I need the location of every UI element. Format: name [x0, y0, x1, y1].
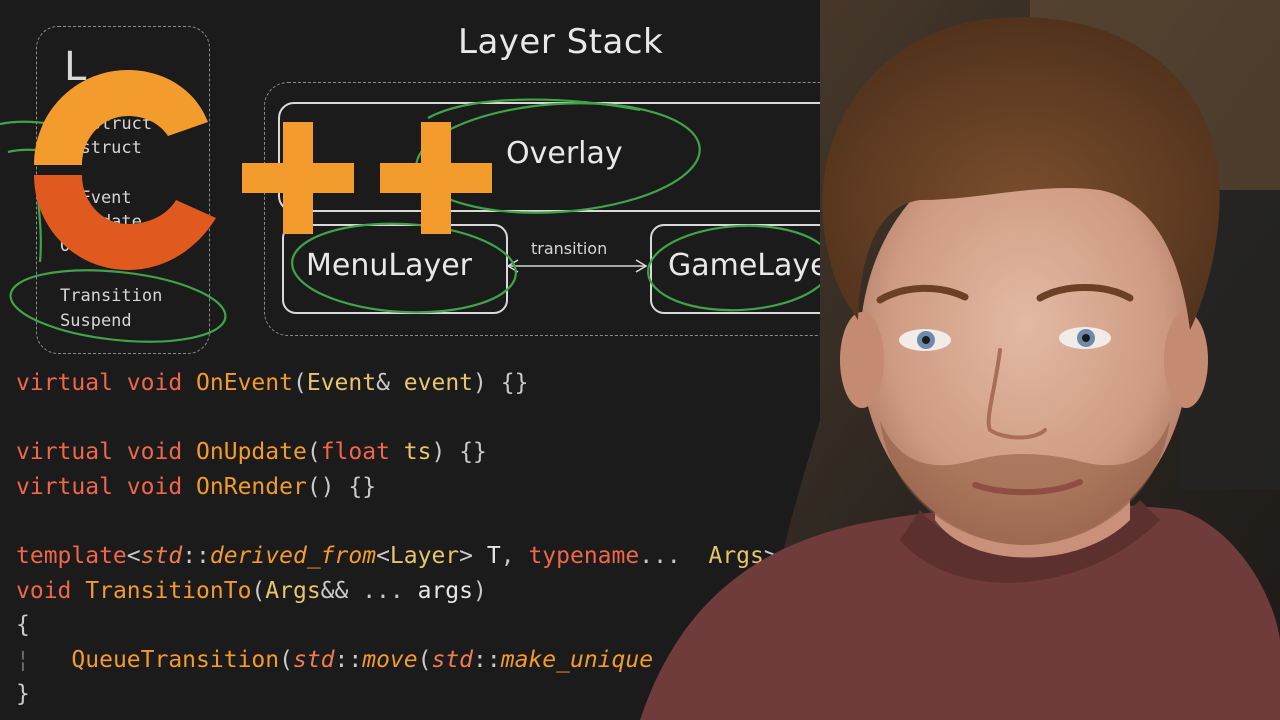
- sweater-collar: [900, 500, 1160, 583]
- face: [860, 145, 1190, 545]
- punctuation: () {}: [306, 473, 377, 500]
- punctuation: ) {}: [431, 439, 487, 466]
- overlay-label: Overlay: [506, 136, 623, 171]
- code-line-open-brace: {: [16, 608, 778, 643]
- keyword: virtual: [16, 473, 113, 500]
- cpp-logo-plus-signs: [242, 122, 492, 234]
- right-pupil: [1082, 334, 1090, 342]
- punctuation: }: [16, 681, 30, 708]
- namespace: std: [140, 542, 183, 569]
- game-layer-label: GameLayer: [668, 248, 841, 283]
- nose: [986, 348, 1047, 440]
- keyword: template: [16, 542, 127, 569]
- menu-layer-label: MenuLayer: [306, 248, 473, 283]
- code-line-onrender: virtual void OnRender() {}: [16, 470, 778, 505]
- keyword: void: [126, 439, 183, 466]
- menu-layer-box: [282, 224, 508, 314]
- namespace: std: [431, 646, 474, 673]
- sweater: [640, 504, 1280, 720]
- code-line-queuetransition: ¦ QueueTransition(std::move(std::make_un…: [16, 643, 778, 678]
- punctuation: {: [16, 612, 30, 639]
- transition-method-highlight: [9, 269, 227, 343]
- mouth: [972, 479, 1083, 496]
- diagram-title: Layer Stack: [458, 22, 664, 62]
- punctuation: ::: [182, 542, 210, 569]
- left-eyebrow: [876, 284, 969, 304]
- menu-layer-highlight: [291, 222, 517, 314]
- namespace: std: [292, 646, 335, 673]
- layer-panel-heading: L: [64, 44, 87, 90]
- punctuation: >: [459, 542, 487, 569]
- left-pupil: [922, 336, 930, 344]
- punctuation: ) {}: [473, 370, 529, 396]
- concept-name: derived_from: [209, 542, 377, 569]
- punctuation: && ...: [320, 577, 418, 604]
- indent-guide: ¦: [16, 646, 30, 673]
- identifier: args: [417, 577, 473, 604]
- code-line-template: template<std::derived_from<Layer> T, typ…: [16, 539, 778, 574]
- punctuation: ): [473, 577, 487, 604]
- code-line-onupdate: virtual void OnUpdate(float ts) {}: [16, 435, 778, 470]
- keyword: float: [320, 439, 390, 466]
- punctuation: <: [126, 542, 141, 569]
- method-transition: Transition: [60, 286, 163, 306]
- right-eyebrow: [1036, 284, 1134, 302]
- left-ear: [840, 312, 884, 408]
- overlay-highlight-tail: [427, 98, 641, 119]
- punctuation: (: [292, 370, 307, 396]
- function-name: QueueTransition: [71, 646, 280, 673]
- function-name: TransitionTo: [85, 577, 252, 604]
- keyword: virtual: [16, 439, 113, 466]
- keyword: void: [16, 577, 72, 604]
- function-name: OnUpdate: [196, 439, 307, 466]
- identifier: T: [486, 542, 501, 569]
- hair: [822, 17, 1220, 330]
- keyword: void: [126, 370, 183, 396]
- punctuation: ,: [500, 542, 529, 569]
- punctuation: (: [306, 439, 321, 466]
- punctuation: <: [376, 542, 390, 569]
- cpp-logo-c-bottom: [34, 175, 216, 270]
- function-name: OnRender: [196, 473, 307, 500]
- method-suspend: Suspend: [60, 311, 132, 331]
- identifier: ts: [403, 439, 432, 466]
- code-line-onevent: virtual void OnEvent(Event& event) {}: [16, 366, 778, 401]
- code-line-close-brace: }: [16, 677, 778, 712]
- code-line-transitionto: void TransitionTo(Args&& ... args): [16, 574, 778, 609]
- function-name: make_unique: [500, 646, 654, 673]
- type-name: Args: [265, 577, 321, 604]
- keyword: typename: [528, 542, 640, 569]
- transition-label: transition: [531, 239, 608, 258]
- type-name: Args: [708, 542, 764, 569]
- punctuation: ...: [639, 542, 695, 569]
- keyword: void: [126, 473, 183, 500]
- identifier: event: [403, 370, 474, 396]
- right-ear: [1164, 312, 1208, 408]
- punctuation: (: [251, 577, 266, 604]
- beard: [880, 420, 1170, 545]
- punctuation: ::: [334, 646, 363, 673]
- punctuation: &: [376, 370, 404, 396]
- type-name: Event: [306, 370, 377, 396]
- punctuation: ::: [473, 646, 501, 673]
- punctuation: (: [279, 646, 293, 673]
- code-block: virtual void OnEvent(Event& event) {} vi…: [16, 366, 778, 712]
- function-name: move: [362, 646, 418, 673]
- cpp-logo-icon: [34, 70, 492, 270]
- keyword: virtual: [16, 370, 113, 396]
- cpp-logo-c-top: [34, 70, 208, 165]
- type-name: Layer: [389, 542, 460, 569]
- punctuation: (: [417, 646, 432, 673]
- function-name: OnEvent: [196, 370, 293, 396]
